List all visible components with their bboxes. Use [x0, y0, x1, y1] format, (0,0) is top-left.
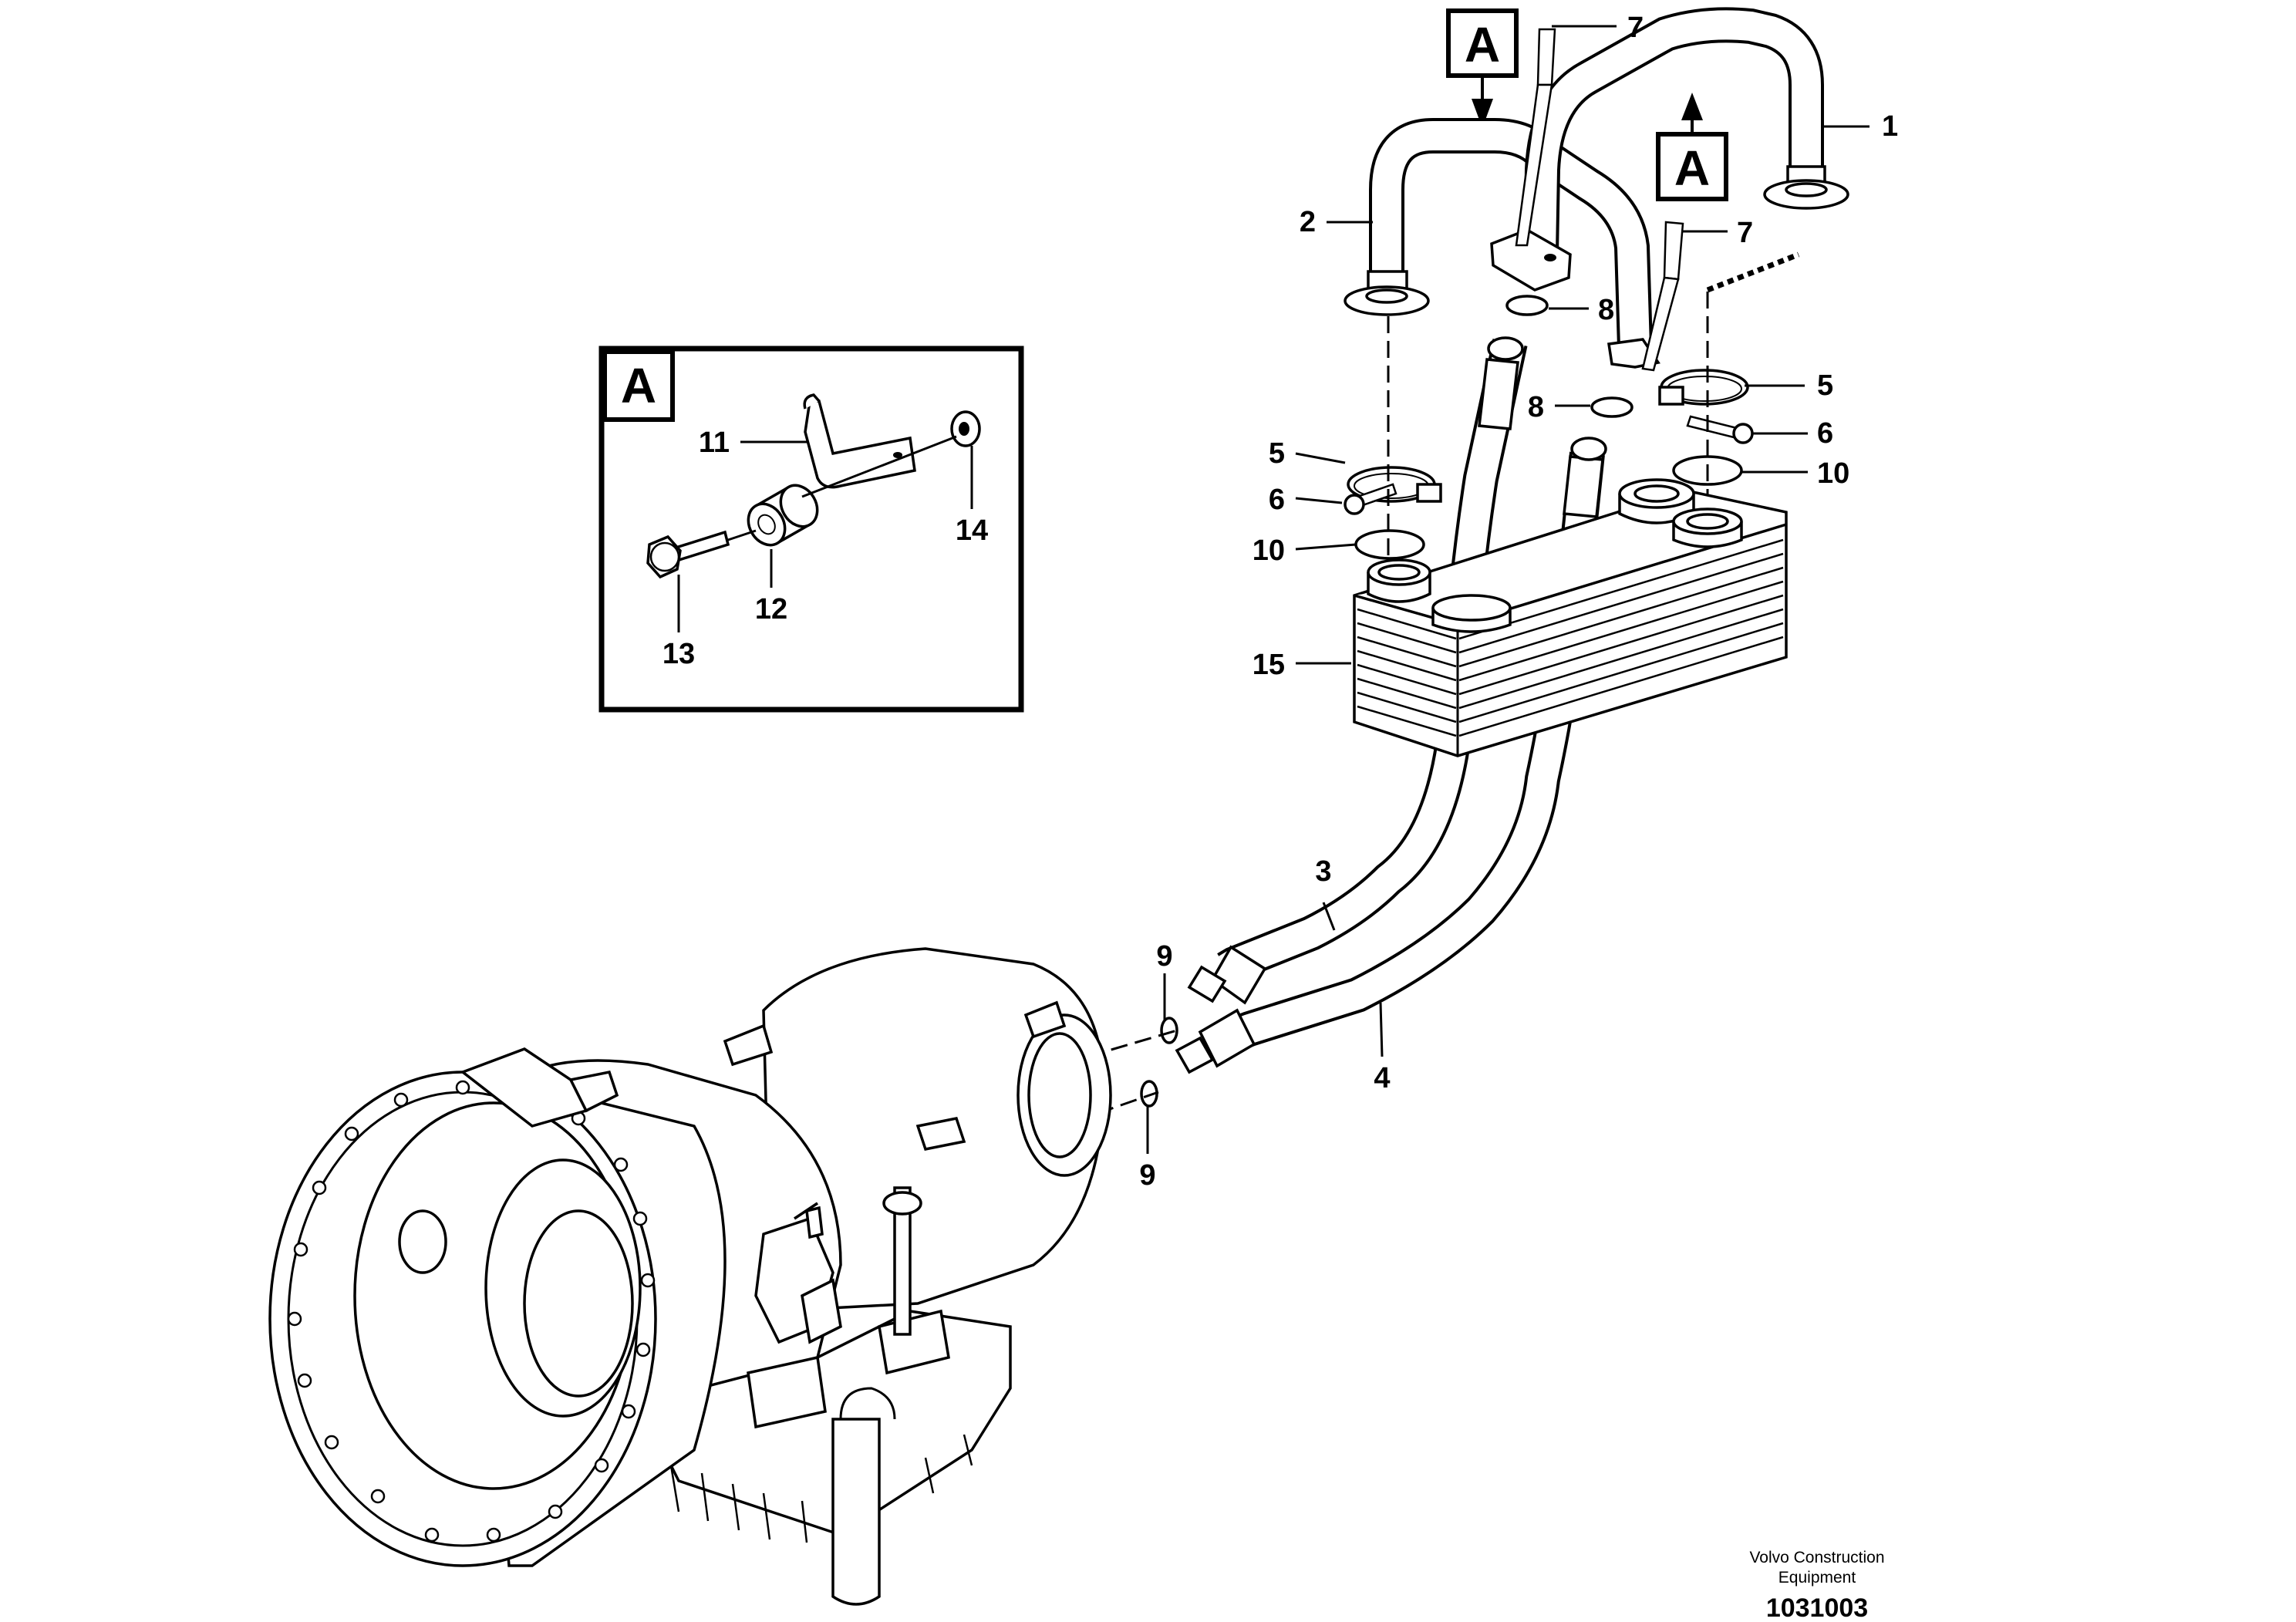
svg-text:A: A	[1674, 140, 1710, 196]
callout-2: 2	[1300, 206, 1316, 238]
o-ring-8-upper	[1505, 295, 1589, 316]
drawing-number: 1031003	[1766, 1593, 1868, 1622]
transmission-housing	[268, 947, 1112, 1606]
company-name-line2: Equipment	[1778, 1569, 1856, 1587]
o-ring-10-left	[1354, 529, 1425, 560]
callout-7-upper: 7	[1627, 12, 1644, 44]
cap-screw-upper	[1515, 25, 1617, 247]
callout-8-upper: 8	[1598, 294, 1614, 326]
screw-6-left	[1344, 483, 1397, 515]
flange-bolt	[646, 530, 730, 579]
hose-clamp-5-right	[1658, 369, 1749, 406]
callout-11: 11	[699, 427, 730, 459]
callout-13: 13	[663, 638, 695, 670]
detail-view-a-inset: A 11 14	[598, 346, 1024, 713]
o-ring-8-lower	[1555, 396, 1633, 418]
washer-part	[950, 410, 981, 447]
view-marker-a-left: A	[1446, 8, 1519, 128]
callout-12: 12	[755, 593, 787, 626]
footer-block: Volvo Construction Equipment 1031003	[1749, 1549, 1884, 1622]
o-ring-9-upper	[1160, 1017, 1178, 1044]
callout-9-upper: 9	[1156, 940, 1172, 973]
callout-3: 3	[1315, 855, 1331, 888]
callout-10-right: 10	[1817, 457, 1849, 490]
callout-10-left: 10	[1253, 534, 1285, 567]
callout-1: 1	[1882, 110, 1898, 143]
cap-screw-lower	[1641, 221, 1728, 372]
callout-6-left: 6	[1269, 484, 1285, 516]
spacer-sleeve	[747, 484, 819, 547]
callout-6-right: 6	[1817, 417, 1833, 450]
oil-cooler	[1353, 478, 1788, 757]
company-name-line1: Volvo Construction	[1749, 1549, 1884, 1566]
callout-leaders	[1146, 125, 1870, 1154]
callout-15: 15	[1253, 649, 1285, 681]
view-marker-a-inset: A	[621, 358, 656, 413]
callout-14: 14	[956, 514, 988, 547]
callout-7-lower: 7	[1737, 217, 1753, 249]
screw-6-right	[1686, 415, 1754, 444]
callout-8-lower: 8	[1528, 391, 1544, 423]
callout-5-left: 5	[1269, 437, 1285, 470]
clamp-bracket	[803, 393, 916, 489]
callout-4: 4	[1374, 1062, 1390, 1094]
callout-9-lower: 9	[1139, 1159, 1155, 1192]
callout-5-right: 5	[1817, 369, 1833, 402]
view-marker-a-right: A	[1656, 93, 1728, 201]
svg-text:A: A	[1465, 17, 1500, 73]
